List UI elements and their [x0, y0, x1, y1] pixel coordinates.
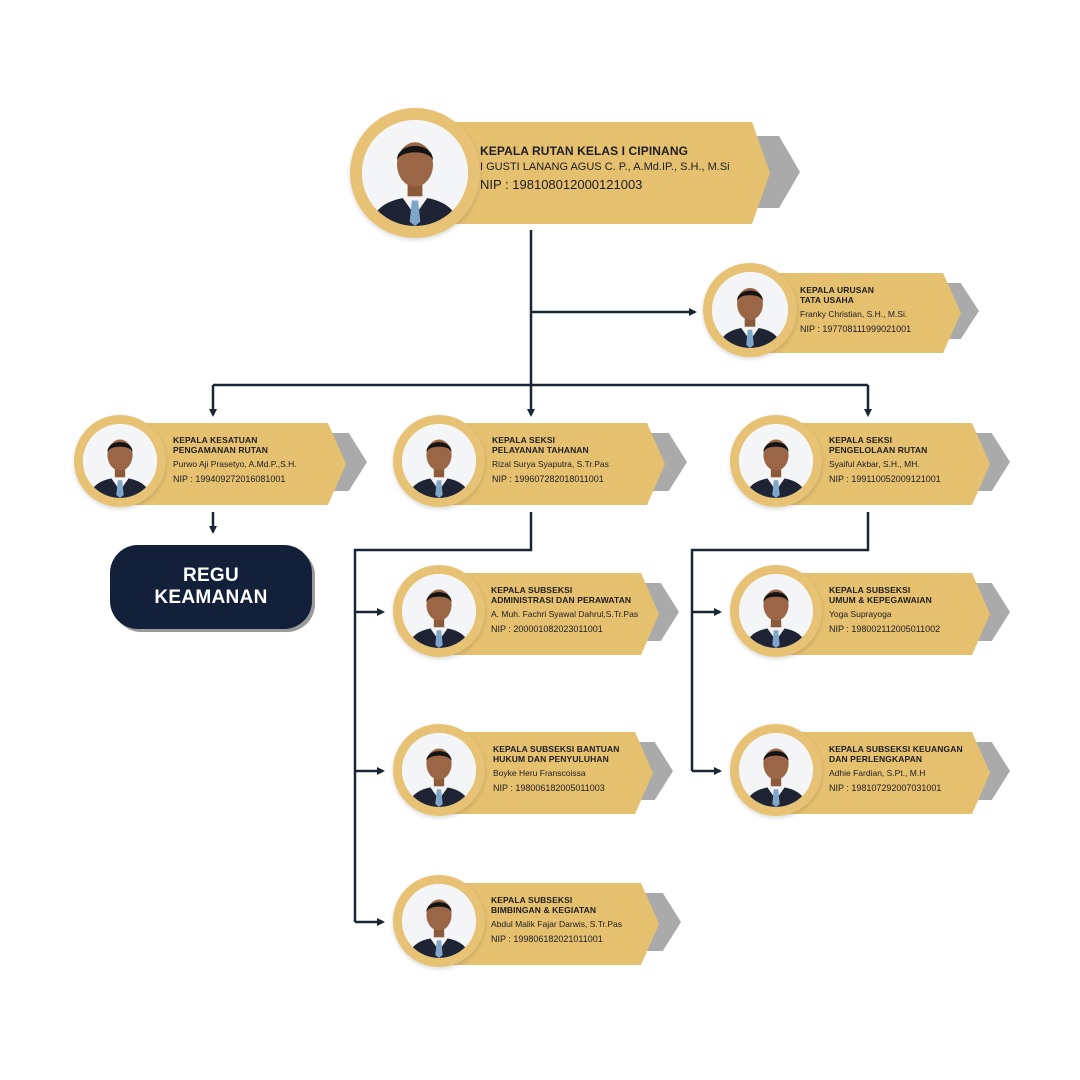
- regu-keamanan-badge: REGU KEAMANAN: [110, 545, 312, 629]
- connector-pelayanan-branch: [353, 512, 533, 922]
- position-title-line: KEPALA SUBSEKSI: [491, 895, 573, 905]
- position-title-line: UMUM & KEPEGAWAIAN: [829, 595, 932, 605]
- connector-pengelolaan-branch: [690, 512, 870, 771]
- position-title-line: KEPALA SUBSEKSI: [829, 585, 911, 595]
- position-title-line: PELAYANAN TAHANAN: [492, 445, 589, 455]
- official-name: Syaiful Akbar, S.H., MH.: [829, 459, 920, 469]
- portrait-photo: [83, 424, 157, 498]
- position-title-line: ADMINISTRASI DAN PERAWATAN: [491, 595, 632, 605]
- official-nip: NIP : 198002112005011002: [829, 624, 941, 634]
- official-nip: NIP : 199607282018011001: [492, 474, 604, 484]
- official-name: Rizal Surya Syaputra, S.Tr.Pas: [492, 459, 609, 469]
- official-nip: NIP : 198107292007031001: [829, 783, 942, 793]
- portrait-photo: [402, 424, 476, 498]
- portrait-photo: [402, 574, 476, 648]
- official-name: I GUSTI LANANG AGUS C. P., A.Md.IP., S.H…: [480, 161, 730, 173]
- position-title-line: PENGELOLAAN RUTAN: [829, 445, 928, 455]
- official-nip: NIP : 197708111999021001: [800, 324, 912, 334]
- position-title-line: PENGAMANAN RUTAN: [173, 445, 268, 455]
- portrait-photo: [362, 120, 468, 226]
- position-title-line: BIMBINGAN & KEGIATAN: [491, 905, 597, 915]
- official-name: Franky Christian, S.H., M.Si.: [800, 309, 908, 319]
- official-name: Purwo Aji Prasetyo, A.Md.P.,S.H.: [173, 459, 297, 469]
- position-title-line: KEPALA RUTAN KELAS I CIPINANG: [480, 144, 689, 158]
- position-title-line: KEPALA SUBSEKSI BANTUAN: [493, 744, 620, 754]
- official-name: Boyke Heru Franscoissa: [493, 768, 586, 778]
- official-name: Yoga Suprayoga: [829, 609, 892, 619]
- position-title-line: KEPALA SUBSEKSI: [491, 585, 573, 595]
- position-title-line: DAN PERLENGKAPAN: [829, 754, 923, 764]
- official-nip: NIP : 198108012000121003: [480, 177, 643, 192]
- position-title-line: KEPALA URUSAN: [800, 285, 875, 295]
- position-title-line: TATA USAHA: [800, 295, 855, 305]
- official-nip: NIP : 199110052009121001: [829, 474, 941, 484]
- portrait-photo: [402, 884, 476, 958]
- position-title-line: KEPALA SUBSEKSI KEUANGAN: [829, 744, 963, 754]
- official-nip: NIP : 200001082023011001: [491, 624, 603, 634]
- portrait-photo: [739, 733, 813, 807]
- portrait-photo: [739, 574, 813, 648]
- regu-keamanan-label: REGU KEAMANAN: [154, 565, 268, 608]
- position-title-line: HUKUM DAN PENYULUHAN: [493, 754, 609, 764]
- position-title-line: KEPALA SEKSI: [492, 435, 556, 445]
- card-kepala-rutan: KEPALA RUTAN KELAS I CIPINANG I GUSTI LA…: [350, 108, 802, 238]
- portrait-photo: [402, 733, 476, 807]
- official-nip: NIP : 199409272016081001: [173, 474, 286, 484]
- portrait-photo: [739, 424, 813, 498]
- portrait-photo: [712, 272, 788, 348]
- position-title: KEPALA RUTAN KELAS I CIPINANG: [480, 144, 730, 158]
- official-nip: NIP : 198006182005011003: [493, 783, 605, 793]
- official-name: Abdul Malik Fajar Darwis, S.Tr.Pas: [491, 919, 622, 929]
- position-title-line: KEPALA SEKSI: [829, 435, 893, 445]
- official-nip: NIP : 199806182021011001: [491, 934, 603, 944]
- official-name: Adhie Fardian, S.Pt., M.H: [829, 768, 926, 778]
- position-title-line: KEPALA KESATUAN: [173, 435, 258, 445]
- official-name: A. Muh. Fachri Syawal Dahrul,S.Tr.Pas: [491, 609, 639, 619]
